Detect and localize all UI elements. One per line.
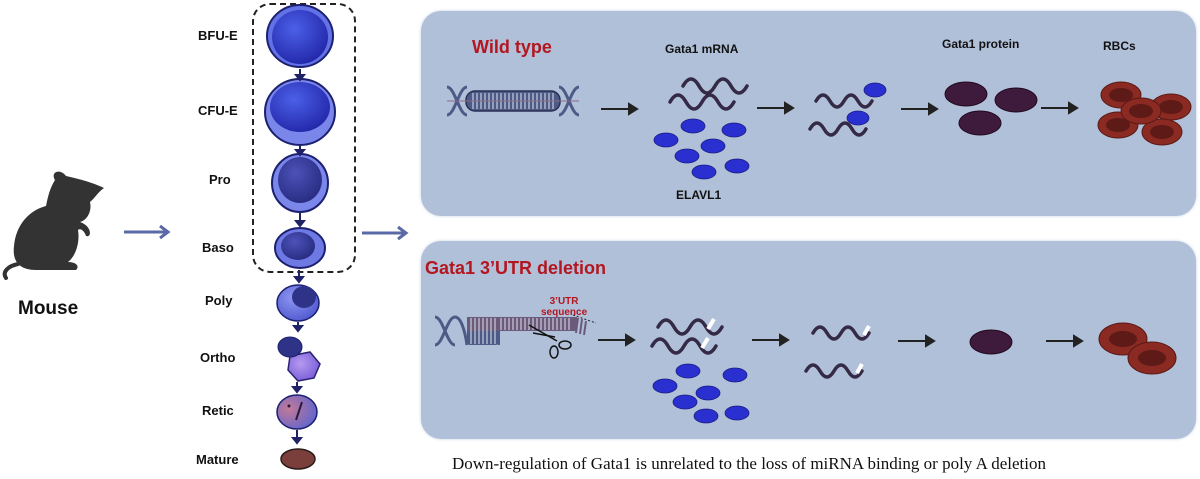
gata1-protein-icon	[969, 329, 1013, 355]
mrna-elavl1-complex-icon	[808, 82, 887, 137]
elavl1-protein-icons	[652, 363, 750, 424]
scissors-icon	[528, 324, 572, 359]
wild-type-title: Wild type	[472, 37, 552, 57]
rbcs-label: RBCs	[1103, 39, 1136, 53]
truncated-mrna-icon	[650, 317, 724, 355]
stage-label-poly: Poly	[205, 293, 233, 308]
cell-cfu-e	[264, 78, 336, 146]
stage-label-ortho: Ortho	[200, 350, 236, 365]
dna-cut-icon	[434, 314, 597, 347]
stage-arrows	[290, 69, 307, 445]
dna-icon	[446, 85, 580, 117]
stage-label-pro: Pro	[209, 172, 231, 187]
stage-label-baso: Baso	[202, 240, 234, 255]
cell-pro	[271, 153, 329, 213]
utr-deletion-title: Gata1 3’UTR deletion	[425, 258, 607, 278]
utr-sequence-label: 3’UTR sequence	[541, 296, 587, 318]
stage-label-cfu-e: CFU-E	[198, 103, 238, 118]
arrow-stages-to-panels	[362, 225, 409, 241]
erythroid-cells	[264, 4, 336, 470]
stage-label-bfu-e: BFU-E	[198, 28, 238, 43]
cell-baso	[274, 227, 326, 269]
gata1-mrna-icon	[668, 77, 749, 111]
stage-label-retic: Retic	[202, 403, 234, 418]
arrow-mouse-to-stages	[124, 224, 171, 240]
flow-arrows	[598, 333, 1084, 348]
cell-ortho	[277, 336, 321, 382]
deletion-pathway	[434, 314, 1177, 424]
mouse-icon	[2, 171, 105, 280]
utr-label-line2: sequence	[541, 307, 588, 318]
wild-type-panel	[421, 11, 1196, 216]
elavl1-protein-icons	[653, 118, 750, 180]
elavl1-label: ELAVL1	[676, 188, 722, 202]
cell-poly	[276, 284, 320, 322]
gata1-protein-icon	[944, 81, 1038, 136]
cell-bfu-e	[266, 4, 334, 68]
wild-type-pathway	[446, 77, 1192, 180]
stage-label-mature: Mature	[196, 452, 239, 467]
unbound-mrna-icon	[804, 325, 871, 379]
cell-retic	[276, 394, 318, 430]
gata1-protein-label: Gata1 protein	[942, 37, 1020, 51]
cell-mature	[280, 448, 316, 470]
progenitor-group-box	[252, 3, 356, 273]
rbc-cluster-icon	[1097, 81, 1192, 146]
flow-arrows	[601, 101, 1079, 116]
mouse-label: Mouse	[18, 298, 79, 319]
gata1-mrna-label: Gata1 mRNA	[665, 42, 739, 56]
rbc-pair-icon	[1098, 322, 1177, 375]
utr-label-line1: 3’UTR	[549, 296, 579, 307]
figure-caption: Down-regulation of Gata1 is unrelated to…	[452, 454, 1046, 473]
